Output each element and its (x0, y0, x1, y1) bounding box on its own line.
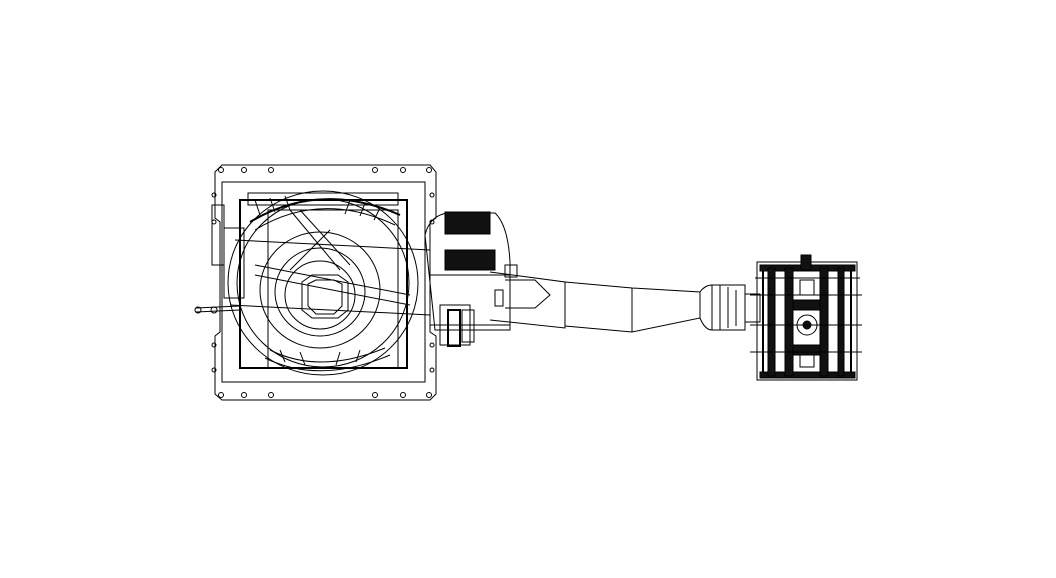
turret (194, 190, 431, 376)
shoulder-motor (424, 211, 518, 347)
end-effector (750, 254, 862, 381)
arm (489, 271, 761, 333)
base-plate (211, 164, 437, 401)
